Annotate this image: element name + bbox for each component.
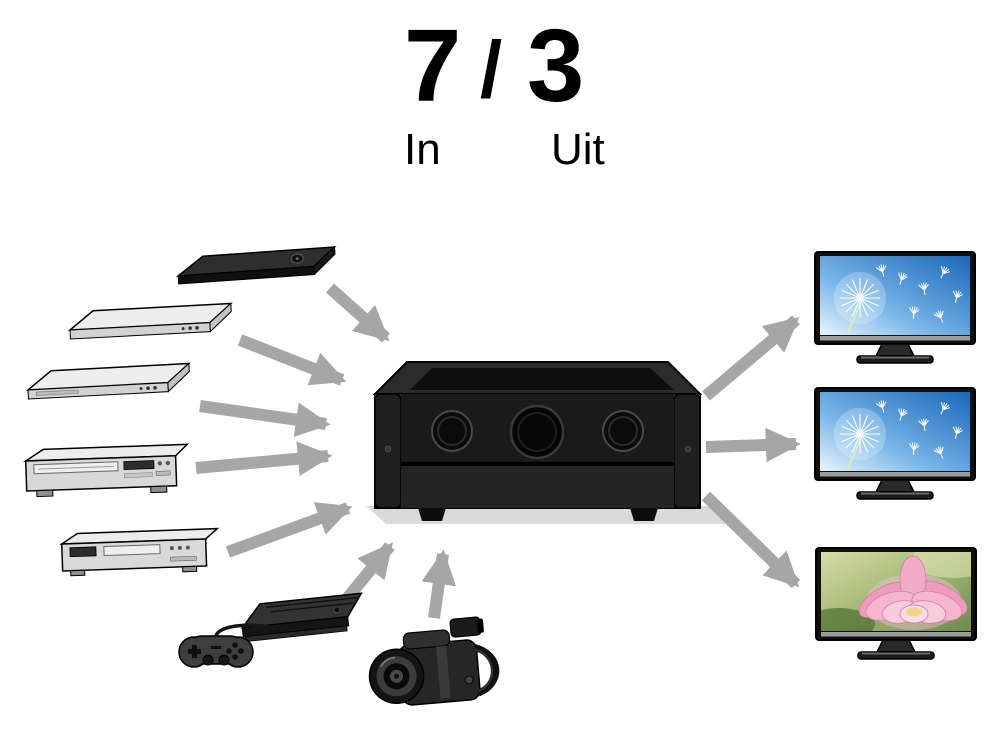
output-arrow-1 bbox=[702, 315, 800, 401]
input-arrows bbox=[195, 283, 457, 619]
input-arrow-7 bbox=[421, 549, 457, 619]
outputs-label: Uit bbox=[551, 125, 605, 174]
tv-dandelion-icon bbox=[814, 251, 976, 364]
inputs-label: In bbox=[404, 125, 441, 174]
tv-lotus-icon bbox=[803, 542, 992, 660]
tv-dandelion-icon bbox=[814, 387, 976, 500]
slim-disc-player-icon bbox=[175, 245, 337, 285]
cd-player-icon bbox=[23, 443, 190, 498]
title-separator: / bbox=[480, 25, 503, 114]
input-arrow-1 bbox=[326, 283, 390, 343]
cd-player-icon bbox=[59, 527, 220, 577]
input-arrow-4 bbox=[195, 441, 333, 477]
input-arrow-2 bbox=[237, 334, 347, 386]
disc-player-icon bbox=[67, 302, 233, 340]
disc-player-icon bbox=[25, 362, 191, 400]
output-arrow-2 bbox=[705, 427, 801, 463]
outputs-count: 3 bbox=[527, 8, 584, 123]
inputs-count: 7 bbox=[404, 8, 461, 123]
camcorder-icon bbox=[368, 616, 500, 706]
output-arrow-3 bbox=[701, 491, 801, 589]
input-arrow-3 bbox=[199, 400, 331, 437]
output-arrows bbox=[701, 315, 801, 589]
av-receiver-icon bbox=[372, 361, 703, 521]
input-arrow-5 bbox=[225, 502, 353, 558]
game-console-icon bbox=[178, 592, 363, 668]
